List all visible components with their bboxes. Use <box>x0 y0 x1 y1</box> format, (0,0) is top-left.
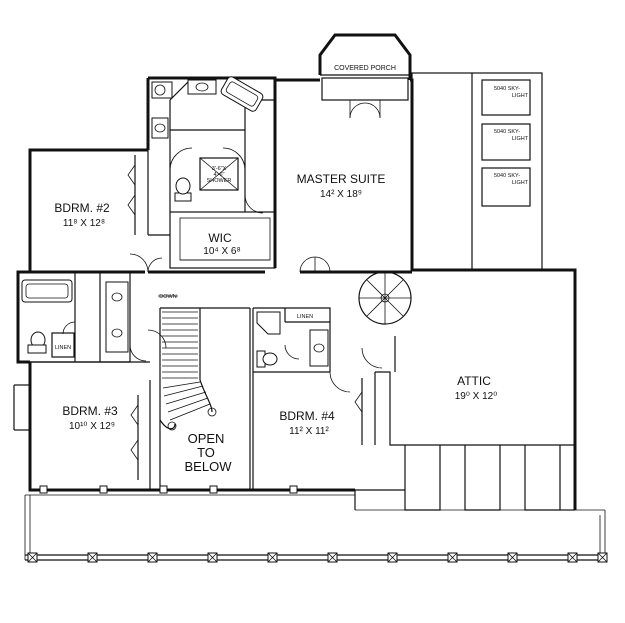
covered-porch-label: COVERED PORCH <box>334 65 396 72</box>
attic: ATTIC 19⁰ X 12⁰ <box>354 336 575 511</box>
bedroom-2: BDRM. #2 11⁸ X 12⁸ <box>54 150 170 236</box>
skylight-1 <box>481 79 531 116</box>
master-bath: 3'-6"X 4'-6" SHOWER <box>151 76 275 214</box>
exterior-walls <box>13 33 577 510</box>
skylight-2-label-a: 5040 SKY- <box>494 129 520 135</box>
stair-down-label: DOWN <box>159 294 176 300</box>
skylight-3 <box>481 167 531 207</box>
walk-in-closet: WIC 10⁴ X 6⁸ <box>169 211 276 269</box>
open-to-below-2: TO <box>197 445 215 460</box>
porch-posts <box>27 485 608 563</box>
covered-porch-area: COVERED PORCH <box>321 65 409 119</box>
hall-bath: LINEN <box>18 272 147 363</box>
skylight-1-label-b: LIGHT <box>512 93 529 99</box>
bdrm2-name: BDRM. #2 <box>54 201 110 215</box>
hall-and-stair: DOWN OPEN TO BELOW <box>129 253 412 490</box>
bdrm4-dims: 11² X 11² <box>289 426 329 437</box>
master-suite-name: MASTER SUITE <box>297 172 386 186</box>
spiral-stair <box>358 271 412 325</box>
bdrm2-dims: 11⁸ X 12⁸ <box>63 218 105 229</box>
shower-label-3: SHOWER <box>207 178 232 184</box>
skylight-3-label-a: 5040 SKY- <box>494 173 520 179</box>
open-to-below-1: OPEN <box>188 431 225 446</box>
bdrm3-dims: 10¹⁰ X 12⁹ <box>69 421 115 432</box>
front-porch-railing <box>24 494 606 561</box>
stair-treads <box>162 311 211 421</box>
skylight-2 <box>481 123 531 161</box>
bedroom-4: LINEN BDRM. #4 11² X 11² <box>252 307 383 490</box>
skylight-2-label-b: LIGHT <box>512 136 529 142</box>
shower-label-1: 3'-6"X <box>212 166 227 172</box>
bdrm3-name: BDRM. #3 <box>62 404 118 418</box>
bdrm4-name: BDRM. #4 <box>279 409 335 423</box>
open-to-below-3: BELOW <box>185 459 233 474</box>
attic-name: ATTIC <box>457 374 491 388</box>
attic-dims: 19⁰ X 12⁰ <box>455 391 498 402</box>
skylights: 5040 SKY- LIGHT 5040 SKY- LIGHT 5040 SKY… <box>481 79 531 207</box>
wic-dims: 10⁴ X 6⁸ <box>203 246 240 257</box>
master-suite: MASTER SUITE 14² X 18⁹ <box>297 172 386 273</box>
skylight-3-label-b: LIGHT <box>512 180 529 186</box>
upper-linen-label: LINEN <box>297 314 313 320</box>
hall-linen-label: LINEN <box>55 345 71 351</box>
shower-label-2: 4'-6" <box>214 172 225 178</box>
bedroom-3: BDRM. #3 10¹⁰ X 12⁹ <box>30 361 151 490</box>
skylight-1-label-a: 5040 SKY- <box>494 86 520 92</box>
wic-name: WIC <box>208 231 232 245</box>
master-suite-dims: 14² X 18⁹ <box>320 189 362 200</box>
shower <box>199 157 239 191</box>
